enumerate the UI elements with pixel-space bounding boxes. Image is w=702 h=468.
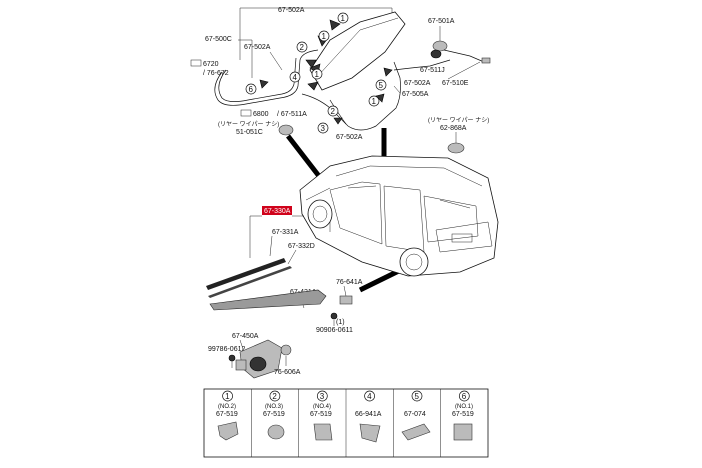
label-right-510e: 67-510E	[442, 80, 469, 87]
wiper-arm	[209, 289, 327, 311]
roof-panel	[309, 11, 406, 91]
cap-right	[447, 142, 465, 154]
callout-1-b: 1	[322, 32, 327, 41]
callout-1-c: 1	[315, 70, 320, 79]
legend-1-note: (NO.2)	[218, 404, 236, 410]
legend-6-clip	[453, 423, 473, 441]
wiper-blade-assembly: 67-330A 67-331A 67-332D	[206, 206, 315, 298]
cap-left-pn: 51-051C	[236, 129, 263, 136]
legend-2-note: (NO.3)	[265, 404, 283, 410]
callout-2-b: 2	[331, 107, 336, 116]
label-note-1: (1)	[336, 319, 345, 326]
legend-1-clip	[217, 421, 239, 441]
label-blade: 67-331A	[272, 229, 299, 236]
label-motor-bolt: 99786-0612	[208, 346, 245, 353]
rear-nozzle-assembly: 67-501A 67-511J 67-502A 67-510E 67-505A	[393, 18, 491, 98]
legend-2-num: 2	[272, 392, 277, 401]
label-right-505a: 67-505A	[402, 91, 429, 98]
legend-5-clip	[401, 423, 431, 441]
nut	[330, 312, 338, 320]
label-cap-arm: 76-641A	[336, 279, 363, 286]
wiper-rubber	[208, 266, 292, 298]
legend-6-part: 67-519	[452, 411, 474, 418]
label-right-511j: 67-511J	[420, 67, 445, 74]
label-motor: 67-450A	[232, 333, 259, 340]
motor-grommet	[280, 344, 292, 356]
label-right-502a: 67-502A	[404, 80, 431, 87]
callout-6: 6	[249, 85, 254, 94]
label-hose-left-mid: 67-502A	[244, 44, 271, 51]
caps-captions: (リヤー ワイパー ナシ) 51-051C (リヤー ワイパー ナシ) 62-8…	[218, 117, 489, 154]
highlight-blade-assy	[262, 206, 292, 215]
callout-1-a: 1	[341, 14, 346, 23]
clip-legend-table: 1 (NO.2) 67-519 2 (NO.3) 67-519 3 (NO.4)…	[203, 388, 489, 458]
legend-4-num: 4	[367, 392, 372, 401]
callout-2-a: 2	[300, 43, 305, 52]
wiper-motor-assembly: 67-450A 99786-0612 76-606A	[208, 333, 301, 379]
wiper-blade	[206, 258, 286, 290]
legend-6-note: (NO.1)	[455, 404, 473, 410]
callout-3: 3	[321, 124, 326, 133]
cap-left-jp: (リヤー ワイパー ナシ)	[218, 121, 279, 128]
nozzle	[432, 40, 448, 52]
arm-cap	[339, 295, 353, 305]
label-ref-6720: 6720	[203, 61, 219, 68]
callout-5: 5	[379, 81, 384, 90]
label-grommet: 76-606A	[274, 369, 301, 376]
label-ref-67511a: / 67-511A	[277, 111, 307, 118]
label-hose-bottom: 67-502A	[336, 134, 363, 141]
cap-right-pn: 62-868A	[440, 125, 467, 132]
legend-3-part: 67-519	[310, 411, 332, 418]
callout-1-d: 1	[372, 97, 377, 106]
cap-left	[278, 124, 294, 136]
legend-6-num: 6	[462, 392, 467, 401]
label-ref-6800: 6800	[253, 111, 269, 118]
label-bolt: 90906-0611	[316, 327, 353, 334]
vehicle-illustration	[299, 155, 499, 277]
legend-2-part: 67-519	[263, 411, 285, 418]
legend-1-num: 1	[225, 392, 230, 401]
callout-4: 4	[293, 73, 298, 82]
washer-hose-assembly: 67-502A 67-500C 67-502A 6720 / 76-672 68…	[190, 7, 451, 141]
wiper-arm-assembly: 67-421A 76-641A (1) 90906-0611	[209, 279, 363, 334]
legend-5-part: 67-074	[404, 411, 426, 418]
callouts-top: 1 1 2 1 4 6 5 1 2 3	[245, 12, 387, 134]
label-nozzle-right: 67-501A	[428, 18, 455, 25]
label-hose-left-top: 67-500C	[205, 36, 232, 43]
legend-5-num: 5	[415, 392, 420, 401]
legend-4-part: 66-941A	[355, 411, 382, 418]
pointer-left	[286, 134, 324, 182]
legend-4-clip	[359, 423, 381, 443]
legend-3-num: 3	[320, 392, 325, 401]
legend-3-note: (NO.4)	[313, 404, 331, 410]
legend-1-part: 67-519	[216, 411, 238, 418]
legend-2-clip	[267, 424, 285, 440]
label-hose-top: 67-502A	[278, 7, 305, 14]
label-ref-76672: / 76-672	[203, 70, 229, 77]
label-blade-assy: 67-330A	[264, 208, 291, 215]
cap-right-jp: (リヤー ワイパー ナシ)	[428, 117, 489, 124]
label-rubber: 67-332D	[288, 243, 315, 250]
legend-3-clip	[313, 423, 333, 441]
